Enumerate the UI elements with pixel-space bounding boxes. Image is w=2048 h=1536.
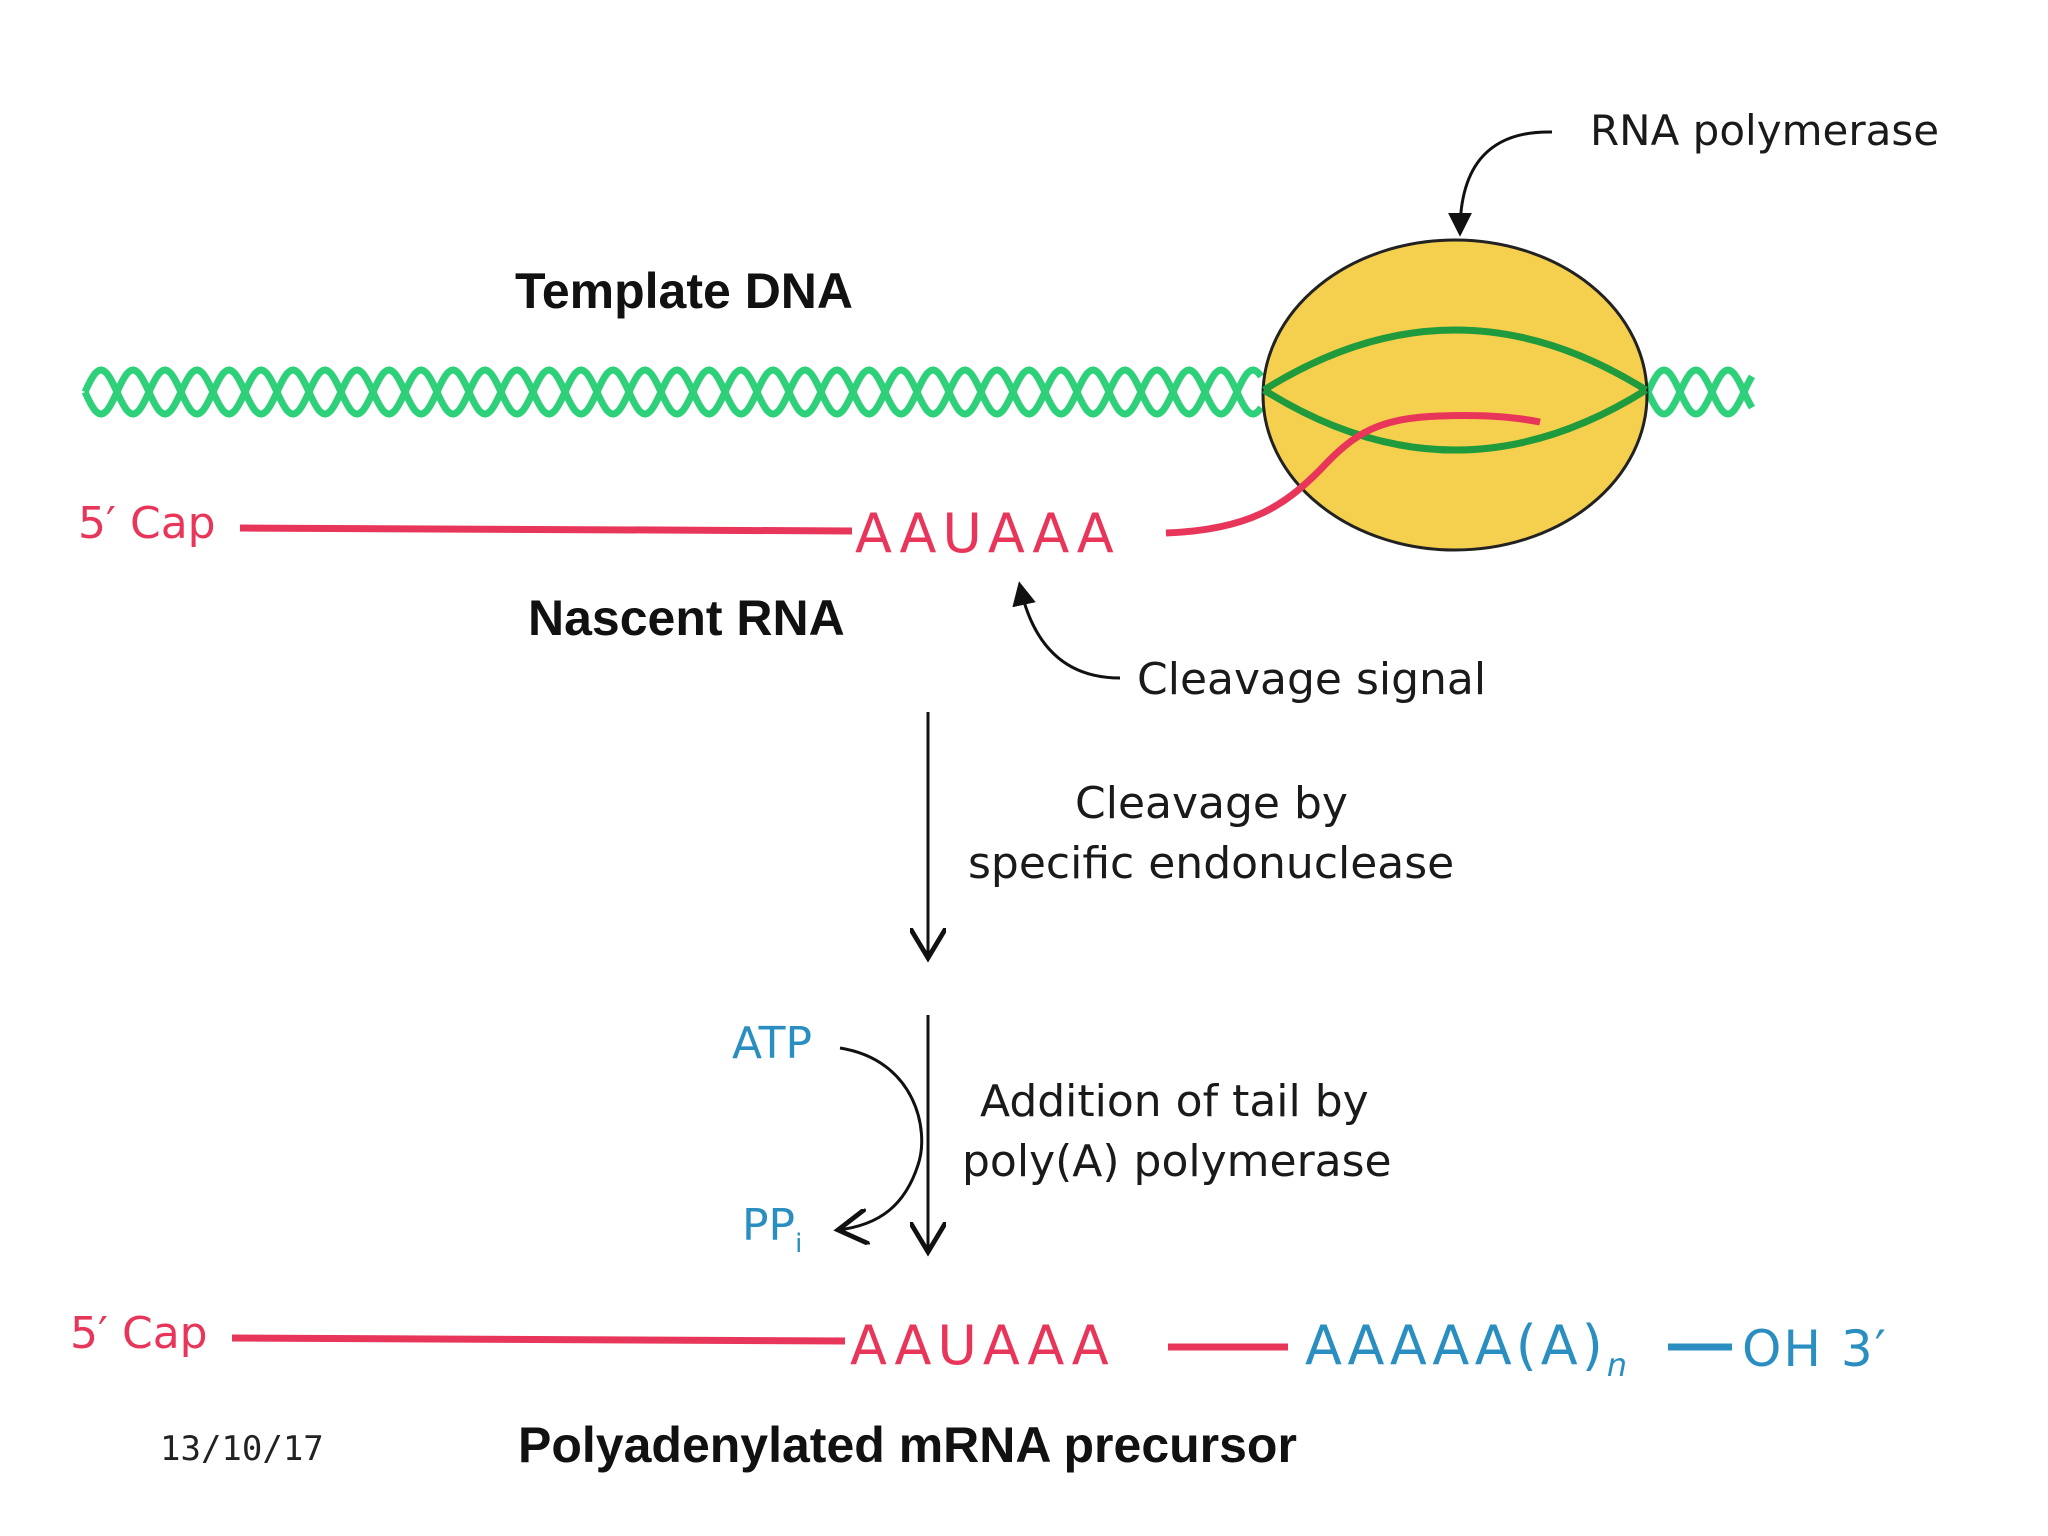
product-cap-label: 5′ Cap xyxy=(70,1308,208,1359)
cleavage-step-text-2: specific endonuclease xyxy=(968,838,1454,889)
product-rna-line xyxy=(231,1334,846,1345)
ppi-label: PPi xyxy=(742,1200,802,1259)
template-dna-label: Template DNA xyxy=(515,263,853,319)
rna-polymerase-complex xyxy=(1165,238,1649,552)
atp-to-ppi-arrow xyxy=(838,1046,924,1230)
poly-a-tail-main: AAAAA(A) xyxy=(1305,1314,1607,1377)
slide-date: 13/10/17 xyxy=(160,1429,324,1469)
dna-strand-right-a xyxy=(1644,366,1756,418)
addition-step-text-2: poly(A) polymerase xyxy=(962,1136,1392,1187)
nascent-rna-line xyxy=(239,524,853,535)
cleavage-signal-arrow xyxy=(1012,581,1121,680)
nascent-cap-label: 5′ Cap xyxy=(78,498,216,549)
ppi-main: PP xyxy=(742,1200,795,1251)
nascent-rna-label: Nascent RNA xyxy=(528,590,845,646)
nascent-rna-exit xyxy=(1165,411,1541,537)
rna-polymerase-arrow xyxy=(1448,130,1553,237)
nascent-rna: 5′ Cap AAUAAA xyxy=(78,498,1120,565)
dna-strand-right-b xyxy=(1644,366,1756,418)
addition-step-text-1: Addition of tail by xyxy=(980,1076,1369,1127)
dna-inside-polymerase-top xyxy=(1262,326,1648,393)
template-dna-helix xyxy=(81,366,1756,418)
dna-strand-b xyxy=(81,366,1264,418)
ppi-subscript: i xyxy=(795,1229,802,1259)
poly-a-tail-subscript: n xyxy=(1607,1346,1631,1384)
dna-inside-polymerase-bottom xyxy=(1262,387,1648,454)
rna-polymerase-body xyxy=(1261,238,1649,552)
product-title: Polyadenylated mRNA precursor xyxy=(518,1417,1297,1473)
product-signal-sequence: AAUAAA xyxy=(850,1314,1115,1377)
polyadenylated-mrna: 5′ Cap AAUAAA AAAAA(A)n OH 3′ xyxy=(70,1308,1888,1384)
cleavage-signal-label: Cleavage signal xyxy=(1137,654,1486,705)
atp-label: ATP xyxy=(732,1018,812,1069)
dna-strand-a xyxy=(81,366,1264,418)
rna-polymerase-label: RNA polymerase xyxy=(1590,106,1939,155)
poly-a-tail: AAAAA(A)n xyxy=(1305,1314,1631,1384)
three-prime-end: OH 3′ xyxy=(1742,1320,1888,1378)
cleavage-step-text-1: Cleavage by xyxy=(1075,778,1348,829)
nascent-signal-sequence: AAUAAA xyxy=(855,502,1120,565)
